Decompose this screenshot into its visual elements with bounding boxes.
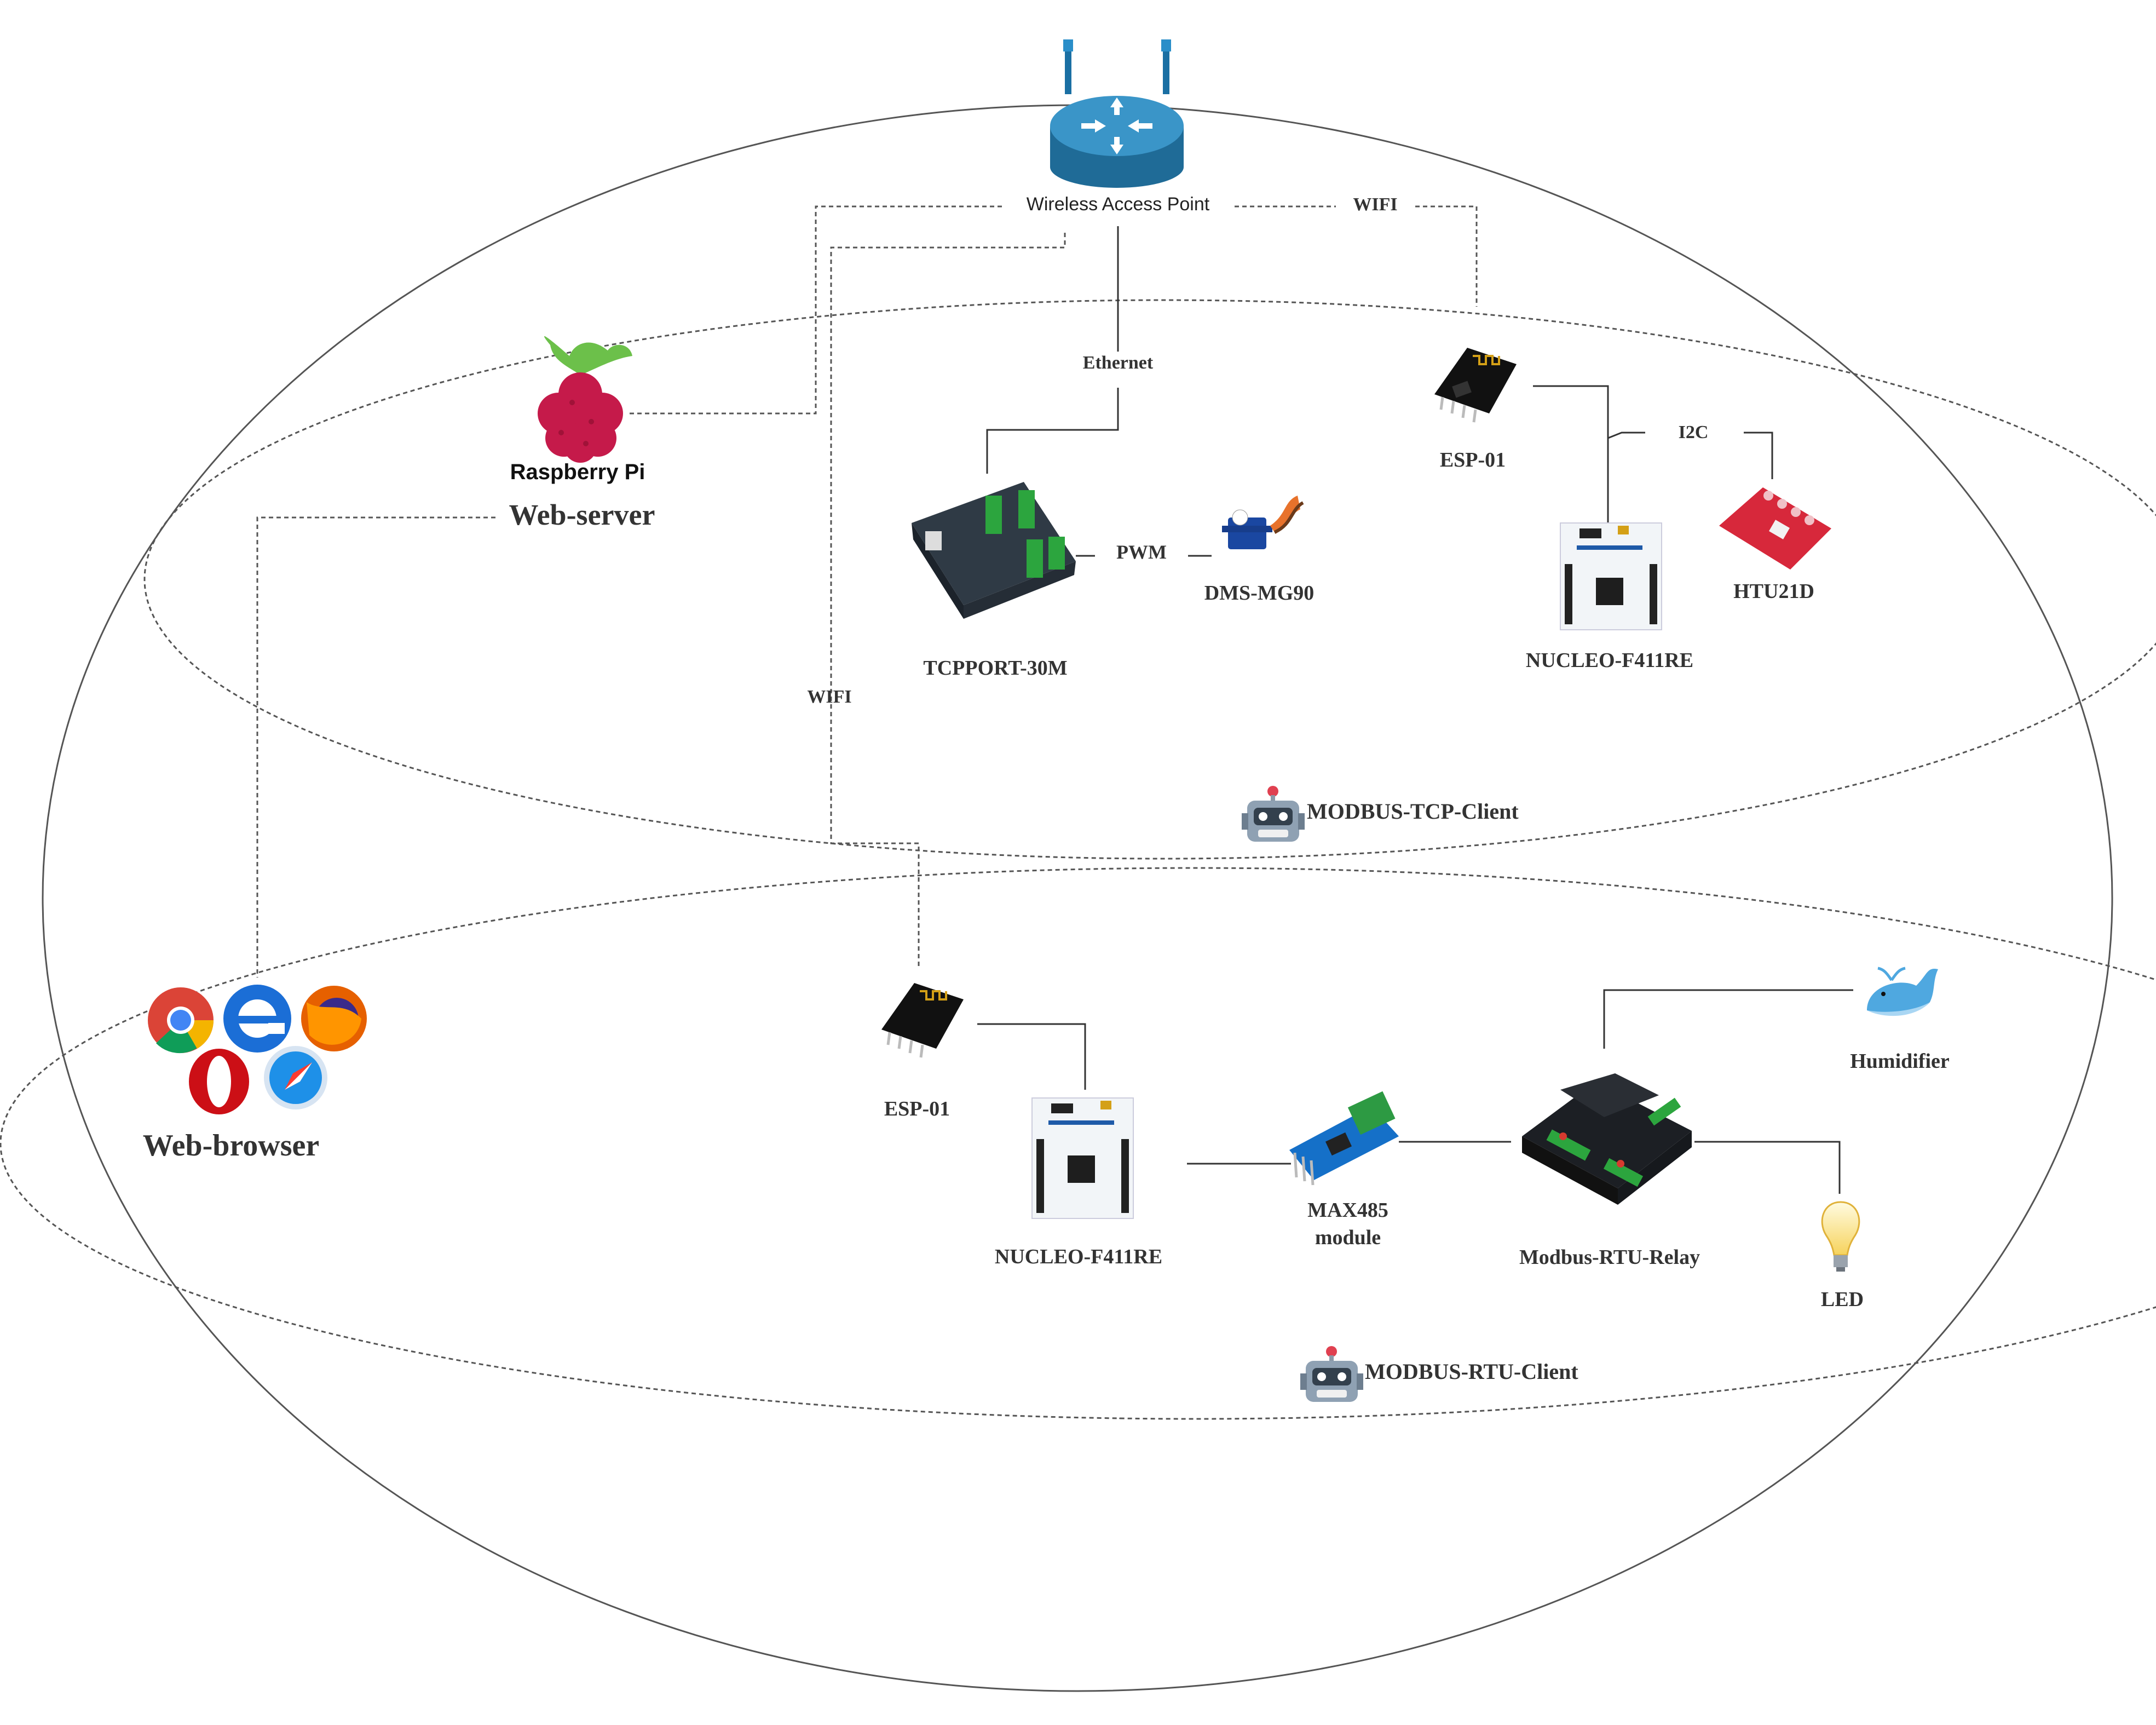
htu21d-sensor-icon <box>1719 487 1831 570</box>
connectors <box>256 205 1853 1194</box>
max485-label-line1: MAX485 <box>1307 1199 1388 1222</box>
robot-icon <box>1242 786 1305 842</box>
whale-icon <box>1867 967 1938 1016</box>
led-label: LED <box>1821 1288 1864 1311</box>
nucleo-board-icon <box>1560 522 1662 630</box>
servo-icon <box>1222 496 1304 549</box>
humidifier-label: Humidifier <box>1850 1050 1950 1073</box>
relay-label: Modbus-RTU-Relay <box>1519 1246 1700 1269</box>
rtu-client-group-boundary <box>0 867 2156 1420</box>
esp01-icon <box>881 983 964 1058</box>
esp01-icon <box>1434 348 1517 423</box>
htu21d-label: HTU21D <box>1733 580 1814 603</box>
nucleo-tcp-label: NUCLEO-F411RE <box>1526 649 1693 672</box>
relay-module-icon <box>1522 1073 1692 1205</box>
lightbulb-icon <box>1821 1201 1860 1272</box>
raspberry-pi-icon <box>538 336 632 463</box>
access-point-label: Wireless Access Point <box>1027 194 1210 215</box>
rtu-client-group-label: MODBUS-RTU-Client <box>1365 1359 1578 1384</box>
outer-network-boundary <box>42 104 2113 1692</box>
wifi-left-link-label: WIFI <box>807 687 851 707</box>
max485-module-icon <box>1289 1091 1399 1186</box>
max485-label-line2: module <box>1315 1226 1381 1249</box>
tcp-client-group-boundary <box>144 299 2156 860</box>
browsers-icon <box>148 985 367 1114</box>
robot-icon <box>1300 1346 1363 1402</box>
ethernet-link-label: Ethernet <box>1083 353 1154 373</box>
servo-label: DMS-MG90 <box>1204 582 1315 605</box>
i2c-link-label: I2C <box>1679 422 1709 442</box>
wifi-top-link-label: WIFI <box>1353 194 1397 215</box>
nucleo-rtu-label: NUCLEO-F411RE <box>995 1245 1162 1268</box>
web-server-label: Web-server <box>509 498 655 531</box>
esp01-rtu-label: ESP-01 <box>884 1097 950 1120</box>
router-icon <box>1050 39 1184 188</box>
raspberry-pi-logo-text: Raspberry Pi <box>510 460 645 484</box>
tcp-client-group-label: MODBUS-TCP-Client <box>1307 799 1519 824</box>
tcpport-board-icon <box>912 482 1076 619</box>
web-browser-label: Web-browser <box>143 1129 320 1163</box>
tcpport-label: TCPPORT-30M <box>923 657 1067 680</box>
pwm-link-label: PWM <box>1116 541 1167 563</box>
nucleo-board-icon <box>1031 1097 1134 1219</box>
esp01-tcp-label: ESP-01 <box>1440 449 1506 472</box>
